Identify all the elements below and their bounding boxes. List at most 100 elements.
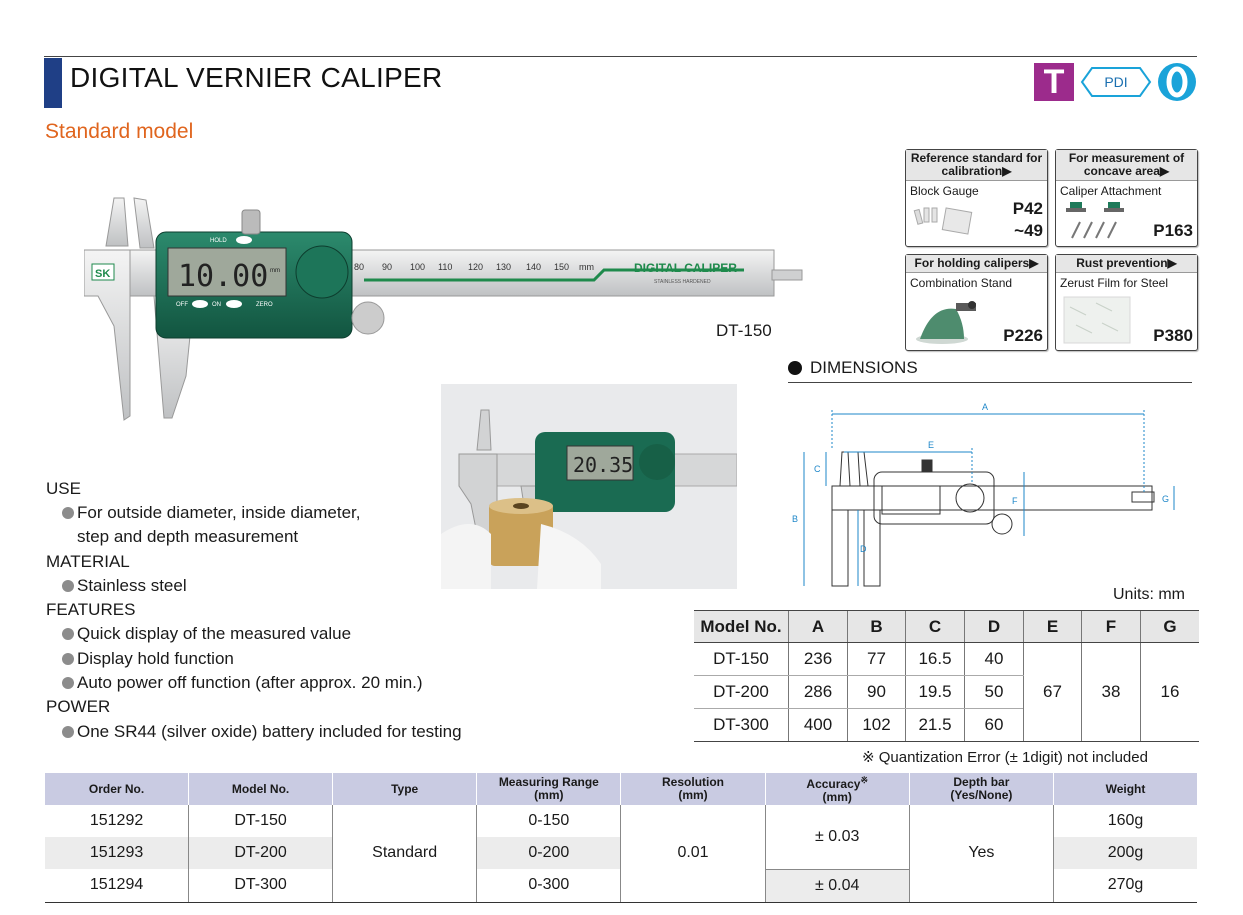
ref-page: P163: [1153, 221, 1193, 240]
col-header: Order No.: [45, 773, 189, 805]
features-heading: FEATURES: [46, 600, 136, 619]
order-table: Order No. Model No. Type Measuring Range…: [45, 773, 1197, 903]
col-header: Type: [332, 773, 477, 805]
badge-t: T: [1034, 63, 1074, 101]
title-accent-bar: [44, 58, 62, 108]
svg-text:120: 120: [468, 262, 483, 272]
svg-text:SK: SK: [95, 268, 110, 280]
ref-heading: Rust prevention▶: [1056, 255, 1197, 273]
resolution-cell: 0.01: [620, 805, 766, 903]
ref-heading: Reference standard for calibration▶: [906, 150, 1047, 181]
top-rule: [44, 56, 1197, 57]
svg-text:F: F: [1012, 496, 1018, 506]
svg-text:110: 110: [438, 262, 452, 272]
depth-bar-cell: Yes: [908, 805, 1054, 903]
quantization-note: ※ Quantization Error (± 1digit) not incl…: [862, 749, 1148, 766]
use-heading: USE: [46, 479, 81, 498]
material-item: Stainless steel: [62, 574, 187, 598]
svg-text:80: 80: [354, 262, 364, 272]
power-item: One SR44 (silver oxide) battery included…: [62, 720, 462, 744]
feature-item: Quick display of the measured value: [62, 622, 351, 646]
table-row: 151293 DT-200 0-200 200g: [45, 837, 1197, 869]
col-header: Weight: [1052, 773, 1197, 805]
table-row: 151292 DT-150 Standard 0-150 0.01 ± 0.03…: [45, 805, 1197, 903]
scale-numbers: 80 90 100 110 120 130 140 150 mm: [354, 262, 594, 272]
col-header: F: [1081, 610, 1141, 643]
svg-text:90: 90: [382, 262, 392, 272]
svg-text:ZERO: ZERO: [256, 302, 273, 308]
ref-heading: For measurement of concave area▶: [1056, 150, 1197, 181]
dimensions-rule: [788, 382, 1192, 383]
power-heading: POWER: [46, 697, 111, 716]
feature-item: Display hold function: [62, 647, 234, 671]
ref-box-concave[interactable]: For measurement of concave area▶ Caliper…: [1055, 149, 1198, 247]
ref-page: P42~49: [1012, 199, 1043, 240]
col-header: Model No.: [694, 610, 789, 643]
zerust-film-icon: [1063, 296, 1131, 344]
caliper-sub-label: STAINLESS HARDENED: [654, 279, 711, 285]
use-item-cont: step and depth measurement: [77, 527, 299, 546]
ref-item: Combination Stand: [910, 276, 1013, 290]
model-caption: DT-150: [716, 321, 772, 340]
caliper-brand-label: DIGITAL CALIPER: [634, 261, 737, 275]
dimensions-bullet: [788, 361, 802, 375]
pdi-badge-icon: PDI: [1080, 67, 1152, 97]
col-header: Accuracy※(mm): [764, 773, 910, 805]
ref-item: Zerust Film for Steel: [1060, 276, 1169, 290]
measurement-photo: 20.35: [441, 384, 737, 589]
ref-box-calibration[interactable]: Reference standard for calibration▶ Bloc…: [905, 149, 1048, 247]
col-header: Measuring Range(mm): [476, 773, 621, 805]
svg-text:G: G: [1162, 494, 1169, 504]
caliper-attachment-icon: [1066, 202, 1124, 239]
svg-text:HOLD: HOLD: [210, 238, 227, 244]
col-header: Depth bar(Yes/None): [908, 773, 1054, 805]
page-subtitle: Standard model: [45, 120, 194, 143]
ref-box-rust[interactable]: Rust prevention▶ Zerust Film for Steel P…: [1055, 254, 1198, 351]
type-cell: Standard: [332, 805, 477, 903]
zero-badge-icon: [1158, 63, 1196, 101]
svg-text:ON: ON: [212, 302, 221, 308]
dimension-drawing: A E C B D F G: [792, 402, 1175, 587]
units-label: Units: mm: [1113, 586, 1185, 603]
ref-box-holding[interactable]: For holding calipers▶ Combination Stand …: [905, 254, 1048, 351]
svg-text:C: C: [814, 464, 821, 474]
caliper-product-image: 80 90 100 110 120 130 140 150 mm DIGITAL…: [84, 197, 803, 421]
ref-item: Caliper Attachment: [1060, 184, 1162, 198]
badge-pdi-text: PDI: [1104, 74, 1127, 90]
use-item: For outside diameter, inside diameter,: [62, 501, 360, 525]
col-header: C: [905, 610, 965, 643]
ref-page: P226: [1003, 326, 1043, 345]
svg-text:100: 100: [410, 262, 425, 272]
ref-item: Block Gauge: [910, 184, 979, 198]
col-header: D: [964, 610, 1024, 643]
svg-text:E: E: [928, 440, 934, 450]
ref-heading: For holding calipers▶: [906, 255, 1047, 273]
combination-stand-icon: [916, 301, 976, 344]
page-title: DIGITAL VERNIER CALIPER: [70, 62, 443, 93]
table-row: 151294 DT-300 0-300 ± 0.04 270g: [45, 868, 1197, 903]
dimensions-title: DIMENSIONS: [810, 358, 918, 377]
material-heading: MATERIAL: [46, 552, 130, 571]
shared-g: 16: [1140, 642, 1199, 742]
svg-text:B: B: [792, 514, 798, 524]
shared-e: 67: [1023, 642, 1082, 742]
svg-text:140: 140: [526, 262, 541, 272]
svg-text:D: D: [860, 544, 867, 554]
col-header: Resolution(mm): [620, 773, 766, 805]
accuracy-cell: ± 0.04: [764, 868, 910, 903]
col-header: G: [1140, 610, 1199, 643]
accuracy-cell: ± 0.03: [764, 805, 910, 869]
col-header: B: [847, 610, 906, 643]
svg-text:130: 130: [496, 262, 511, 272]
svg-text:mm: mm: [579, 262, 594, 272]
lcd-reading: 10.00: [178, 259, 268, 294]
col-header: Model No.: [188, 773, 333, 805]
svg-text:OFF: OFF: [176, 302, 188, 308]
ref-page: P380: [1153, 326, 1193, 345]
col-header: E: [1023, 610, 1082, 643]
svg-text:A: A: [982, 402, 988, 412]
